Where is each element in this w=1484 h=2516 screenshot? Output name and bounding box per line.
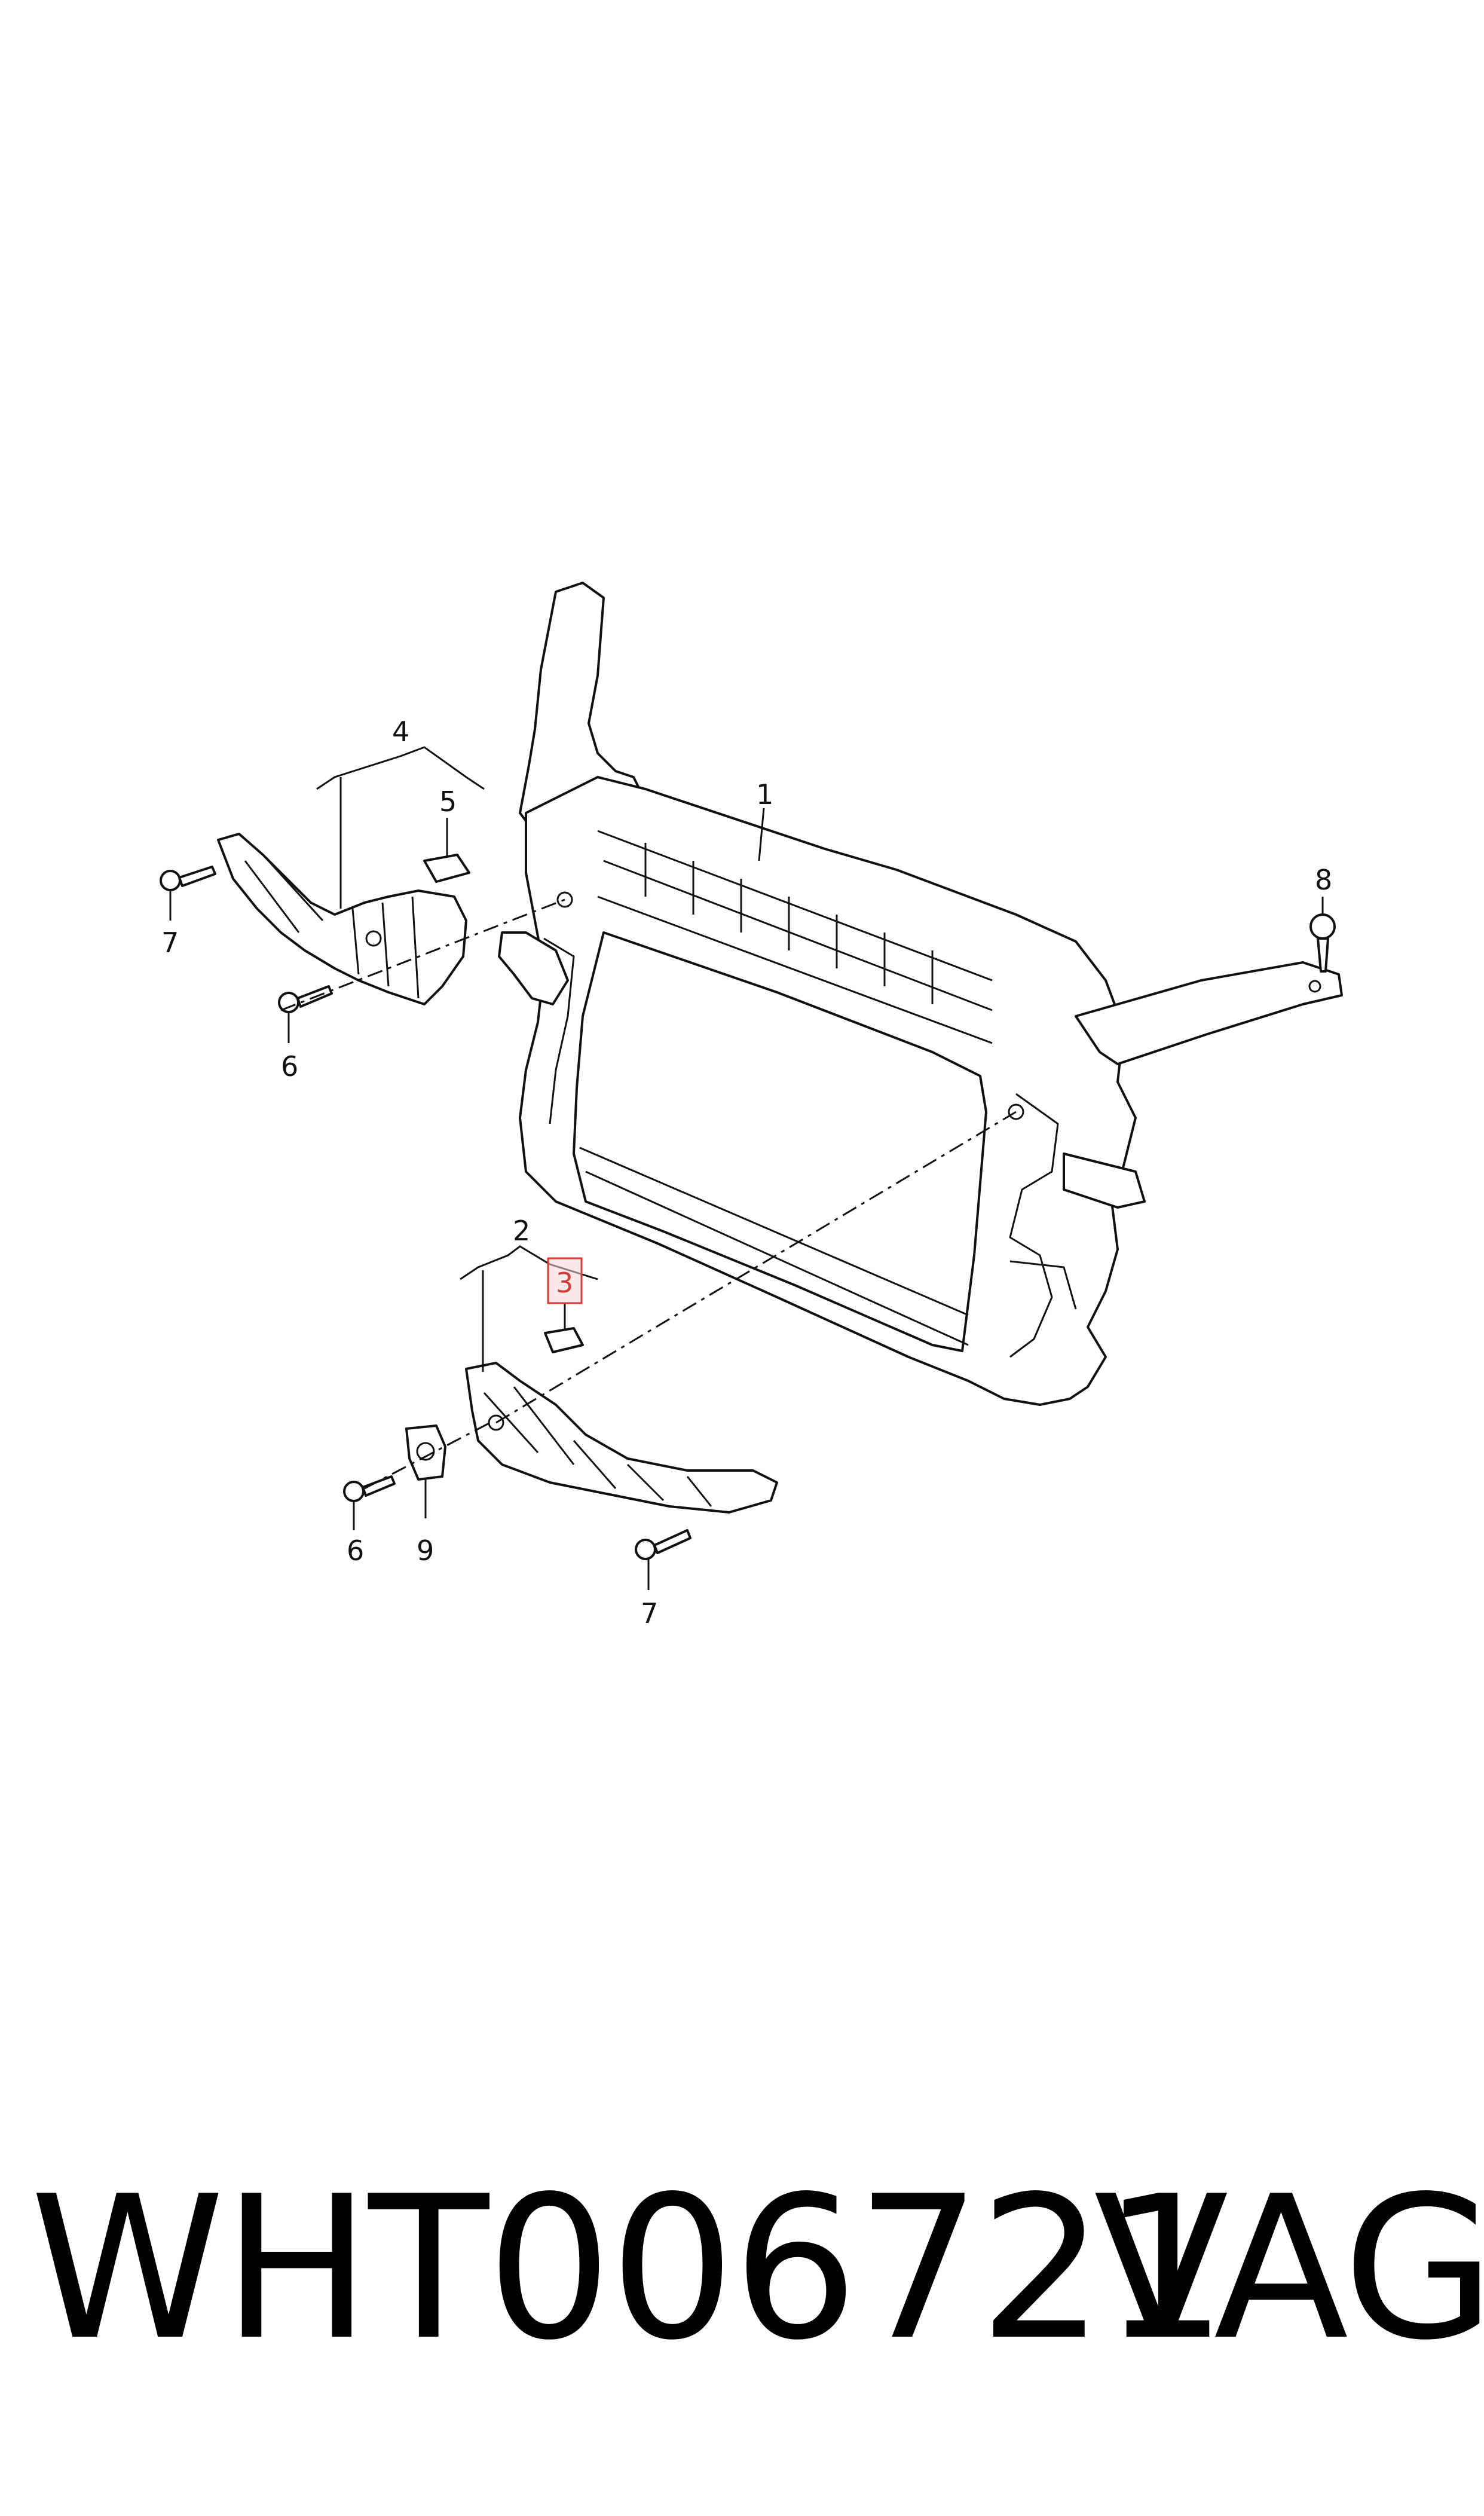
callout-3: 3: [556, 1267, 573, 1299]
callout-1: 1: [756, 778, 773, 811]
screw-7-upper: [160, 866, 216, 891]
callout-2: 2: [513, 1215, 530, 1247]
callout-7-lower: 7: [641, 1597, 658, 1630]
highlight-box: [547, 1257, 583, 1304]
screw-6-lower: [343, 1475, 396, 1502]
screw-7-lower: [635, 1529, 691, 1560]
assembly-line-clip9: [364, 1421, 491, 1490]
callout-8: 8: [1315, 864, 1332, 896]
clip-nut-5: [423, 854, 470, 883]
upper-bracket-assembly: [160, 833, 470, 1013]
callout-6-upper: 6: [281, 1050, 298, 1083]
part-number: WHT006721: [30, 2154, 1228, 2383]
clip-nut-3: [544, 1327, 584, 1353]
assembly-line-upper: [280, 898, 565, 1011]
callout-4: 4: [392, 716, 409, 748]
callout-6-lower: 6: [347, 1534, 364, 1567]
leader-lines: [169, 746, 1324, 1590]
callout-5: 5: [439, 785, 457, 818]
lower-bracket-assembly: [343, 1327, 778, 1560]
callout-9: 9: [417, 1534, 434, 1567]
callout-7-upper: 7: [161, 927, 179, 959]
clip-9: [405, 1424, 446, 1481]
assembly-line-lower: [495, 1111, 1017, 1424]
lock-carrier-part: [498, 582, 1343, 1406]
footer: WHT006721 VAG: [0, 2146, 1484, 2385]
screw-8: [1309, 913, 1336, 973]
brand-name: VAG: [1094, 2154, 1484, 2383]
